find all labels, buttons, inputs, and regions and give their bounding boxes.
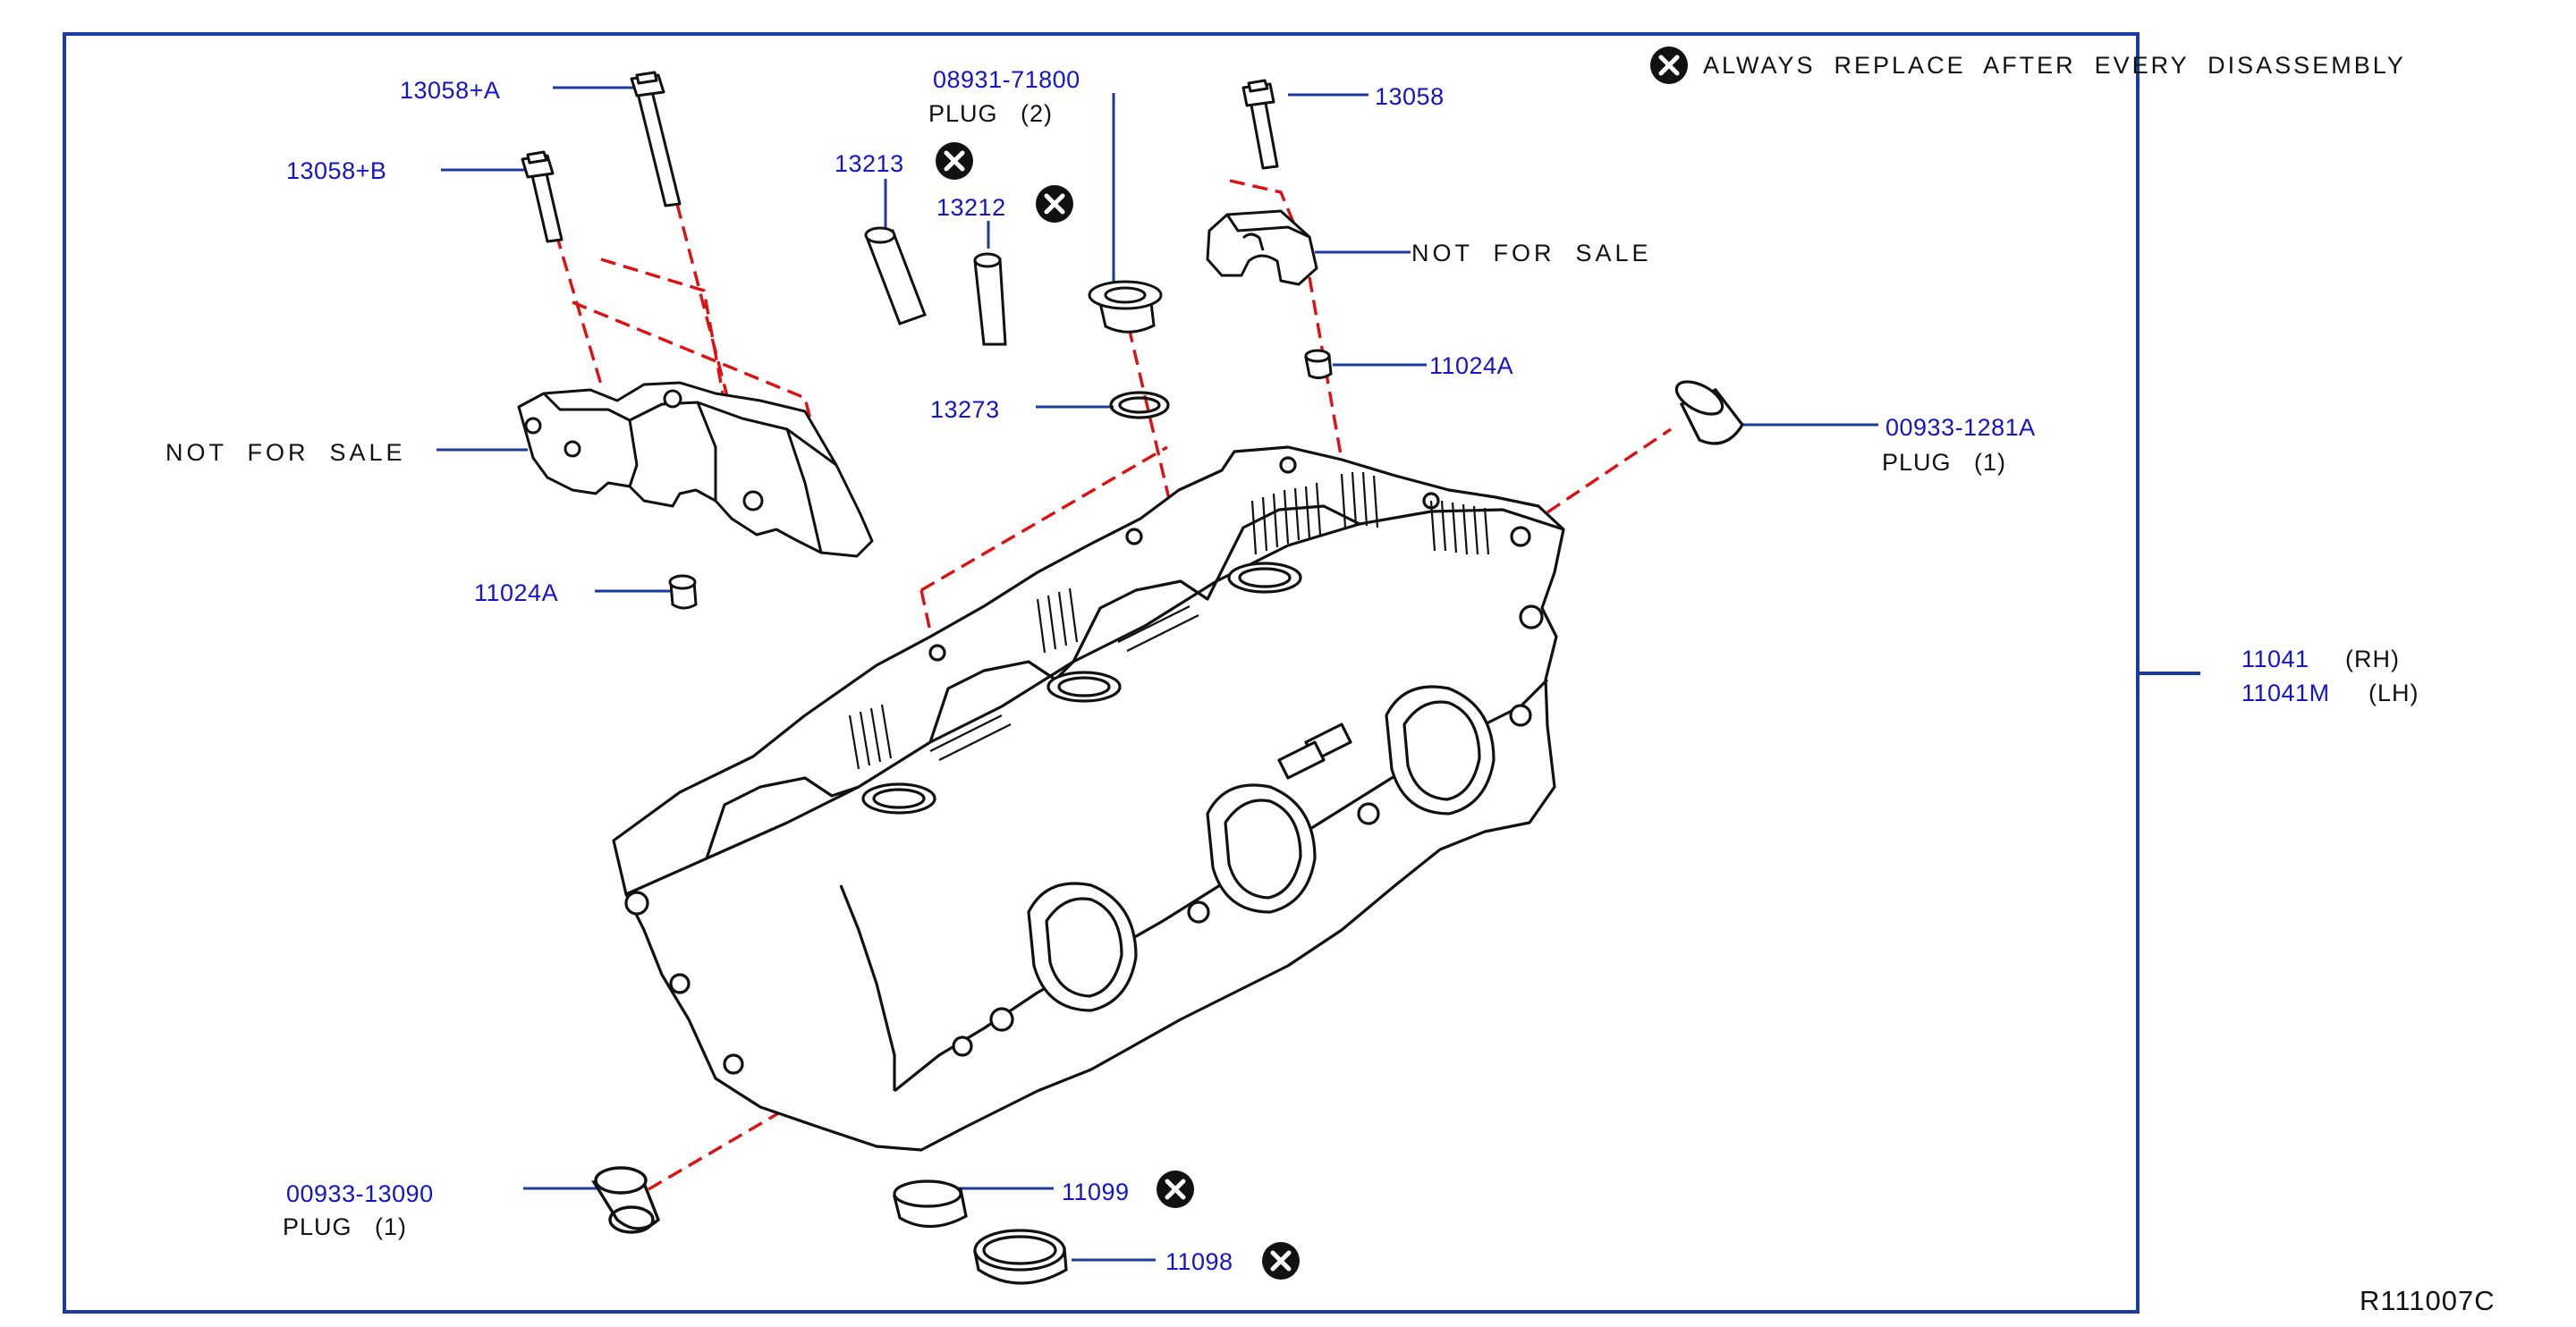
bolt-13058-b (521, 150, 564, 243)
label-11024a-right[interactable]: 11024A (1429, 352, 1514, 379)
legend-text: ALWAYS REPLACE AFTER EVERY DISASSEMBLY (1703, 52, 2406, 79)
label-plug-qty-2: PLUG (2) (928, 100, 1054, 127)
label-13058[interactable]: 13058 (1375, 83, 1445, 110)
bolt-13058-a (630, 71, 682, 207)
dowel-11024a-left (668, 574, 698, 610)
plug-00933-1281a (1674, 380, 1744, 445)
label-11099[interactable]: 11099 (1062, 1179, 1130, 1205)
label-11041m[interactable]: 11041M (2241, 680, 2330, 706)
plug-08931-71800 (1088, 280, 1163, 334)
label-00933-13090[interactable]: 00933-13090 (286, 1180, 434, 1207)
label-00933-1281a[interactable]: 00933-1281A (1885, 414, 2036, 441)
label-11024a-left[interactable]: 11024A (474, 579, 559, 606)
cam-bracket-right (1206, 209, 1318, 286)
label-13212[interactable]: 13212 (936, 194, 1006, 221)
bolt-13058 (1241, 79, 1279, 170)
x-circle-icon (1650, 46, 1688, 84)
camshaft-bracket-left (517, 381, 874, 558)
label-not-for-sale-right: NOT FOR SALE (1411, 240, 1652, 266)
label-11098[interactable]: 11098 (1165, 1248, 1233, 1275)
cam-carrier-fins (848, 471, 1490, 770)
label-not-for-sale-left: NOT FOR SALE (165, 439, 406, 466)
assembly-frame (63, 32, 2140, 1314)
dowel-11024a-right (1304, 349, 1333, 380)
seal-11099 (893, 1179, 968, 1229)
x-circle-icon (1262, 1242, 1300, 1280)
label-plug-qty-1-left: PLUG (1) (283, 1213, 408, 1240)
label-lh: (LH) (2368, 680, 2419, 706)
cylinder-head-casting (612, 445, 1565, 1152)
plug-00933-13090 (591, 1166, 661, 1234)
label-plug-qty-1-right: PLUG (1) (1882, 449, 2007, 476)
label-08931-71800[interactable]: 08931-71800 (933, 66, 1080, 93)
leader-lines (436, 86, 1878, 1262)
x-circle-icon (936, 142, 973, 180)
seal-11098 (973, 1229, 1068, 1285)
label-11041[interactable]: 11041 (2241, 646, 2309, 672)
x-circle-icon (1036, 185, 1073, 223)
label-13058-a[interactable]: 13058+A (400, 77, 501, 104)
diagram-id: R111007C (2360, 1285, 2496, 1316)
label-13058-b[interactable]: 13058+B (286, 157, 387, 184)
valve-guide-13213 (864, 226, 927, 325)
label-rh: (RH) (2345, 646, 2400, 672)
x-circle-icon (1157, 1171, 1194, 1208)
label-13273[interactable]: 13273 (930, 396, 1000, 423)
seal-13273 (1109, 391, 1170, 419)
valve-guide-13212 (973, 252, 1007, 346)
label-13213[interactable]: 13213 (835, 150, 904, 177)
